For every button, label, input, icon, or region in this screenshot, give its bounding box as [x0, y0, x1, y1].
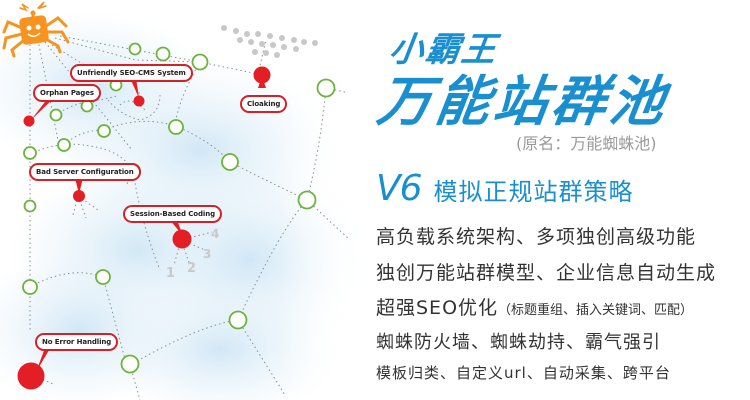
- orphan-pages-node: [23, 115, 35, 127]
- feature-text: 独创万能站群模型、企业信息自动生成: [376, 262, 717, 284]
- svg-text:4: 4: [211, 227, 219, 241]
- version-headline: V6 模拟正规站群策略: [376, 168, 634, 209]
- svg-text:3: 3: [203, 247, 211, 261]
- svg-text:2: 2: [187, 261, 196, 276]
- feature-line-4: 蜘蛛防火墙、蜘蛛劫持、霸气强引: [376, 328, 661, 354]
- svg-text:1: 1: [166, 266, 175, 281]
- feature-text: 高负载系统架构、多项独创高级功能: [376, 226, 697, 248]
- label-bad-server-config: Bad Server Configuration: [29, 163, 141, 181]
- feature-line-3: 超强SEO优化（标题重组、插入关键词、匹配）: [376, 293, 693, 320]
- feature-text: 模板归类、自定义url、自动采集、跨平台: [376, 364, 671, 382]
- feature-note: （标题重组、插入关键词、匹配）: [498, 303, 694, 318]
- gray-dot-fan: [221, 25, 318, 58]
- feature-line-2: 独创万能站群模型、企业信息自动生成: [376, 258, 716, 285]
- spider-face: [26, 24, 41, 37]
- spider-mascot-icon: [2, 1, 70, 58]
- label-session-based-coding: Session-Based Coding: [123, 205, 222, 223]
- brand-name-large: 万能站群池: [373, 70, 673, 133]
- feature-text: 超强SEO优化: [376, 297, 499, 319]
- cloaking-node: [253, 66, 271, 84]
- session-numbers: 1 2 3 4: [166, 227, 219, 281]
- label-cloaking: Cloaking: [240, 95, 288, 113]
- problem-nodes: [17, 66, 271, 390]
- version-tag: V6: [376, 168, 423, 209]
- no-error-node: [17, 362, 45, 390]
- feature-text: 蜘蛛防火墙、蜘蛛劫持、霸气强引: [376, 332, 661, 353]
- version-slogan: 模拟正规站群策略: [433, 178, 634, 206]
- session-coding-node: [172, 229, 192, 249]
- feature-line-5: 模板归类、自定义url、自动采集、跨平台: [376, 362, 671, 383]
- unfriendly-cms-node: [133, 95, 145, 107]
- label-no-error-handling: No Error Handling: [35, 333, 119, 351]
- feature-line-1: 高负载系统架构、多项独创高级功能: [376, 222, 696, 249]
- label-unfriendly-seo-cms: Unfriendly SEO-CMS System: [70, 64, 193, 82]
- brand-name-small: 小霸王: [386, 30, 501, 70]
- bad-server-node: [73, 190, 85, 202]
- brand-former-name: (原名：万能蜘蛛池): [516, 134, 657, 153]
- label-orphan-pages: Orphan Pages: [33, 84, 101, 102]
